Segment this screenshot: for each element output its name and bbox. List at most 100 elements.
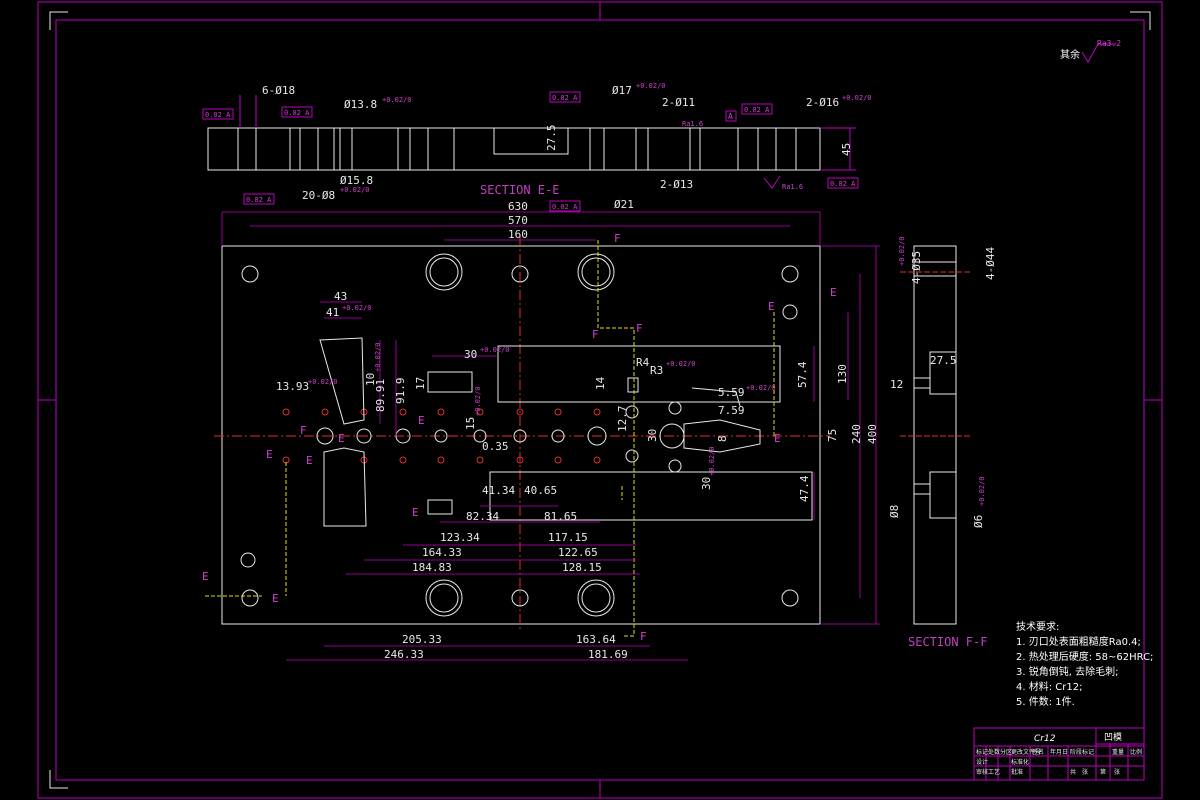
dim-240: 240 [850,424,863,444]
tech-notes-title: 技术要求: [1016,620,1059,633]
cut-label-f5: F [640,630,647,643]
dim-630: 630 [508,200,528,213]
side-dim-6-tol: +0.02/0 [978,476,986,506]
section-f-f-title: SECTION F-F [908,635,987,649]
dim-164-33: 164.33 [422,546,462,559]
tb-cell: 年月日 [1050,748,1068,756]
dim-122-65: 122.65 [558,546,598,559]
dim-2-holes-16: 2-Ø16 [806,96,839,109]
title-block: Cr12 凹模 标记 处数 分区 更改文件号 签名 年月日 设计 标准化 阶段标… [973,727,1145,781]
dim-12-7: 12.7 [616,406,629,433]
dim-0-35: 0.35 [482,440,509,453]
side-dim-4-44: 4-Ø44 [984,247,997,280]
dim-41-34: 41.34 [482,484,515,497]
tb-cell: 设计 [976,758,988,766]
dim-81-65: 81.65 [544,510,577,523]
cut-label-f2: F [636,322,643,335]
dim-30c: 30 [700,477,713,490]
tb-cell: 标准化 [1011,758,1029,766]
dim-160: 160 [508,228,528,241]
technical-requirements: 技术要求: 1. 刃口处表面粗糙度Ra0.4; 2. 热处理后硬度: 58~62… [1016,620,1153,708]
cut-label-e9: E [830,286,837,299]
dim-41-tol: +0.02/0 [342,304,372,312]
dim-30-tol: +0.02/0 [480,346,510,354]
dim-2-holes-11: 2-Ø11 [662,96,695,109]
ra-mark-2: Ra1.6 [782,183,803,191]
dim-hole-17-tol: +0.02/0 [636,82,666,90]
datum-a: A [728,112,733,121]
dim-57-4: 57.4 [796,361,809,388]
dim-10: 10 [364,373,377,386]
side-dim-6: Ø6 [972,515,985,528]
dim-30: 30 [464,348,477,361]
cut-label-e6: E [202,570,209,583]
cut-label-e5: E [412,506,419,519]
dim-15: 15 [464,417,477,430]
title-part-name: 凹模 [1104,732,1122,743]
dim-30c-tol: +0.02/0 [708,446,716,476]
dim-r3: R3 [650,364,663,377]
dim-r4: R4 [636,356,650,369]
side-dim-4-35: 4-Ø35 [910,251,923,284]
section-f-f-view: SECTION F-F 4-Ø35 +0.02/0 4-Ø44 27.5 12 … [888,236,997,649]
roughness-symbol: 其余 Ra3.2 [1060,39,1121,63]
dim-123-34: 123.34 [440,531,480,544]
tech-note-3: 3. 锐角倒钝, 去除毛刺; [1016,665,1118,678]
cut-label-e2: E [338,432,345,445]
section-e-e-title: SECTION E-E [480,183,559,197]
dim-181-69: 181.69 [588,648,628,661]
dim-47-4: 47.4 [798,475,811,502]
tb-cell: 处数 [988,748,1000,756]
cut-label-e3: E [306,454,313,467]
dim-hole-17: Ø17 [612,84,632,97]
dim-246-33: 246.33 [384,648,424,661]
side-dim-27-5: 27.5 [930,354,957,367]
title-material: Cr12 [1034,734,1056,744]
dim-2-holes-16-tol: +0.02/0 [842,94,872,102]
dim-hole-13: Ø13.8 [344,98,377,111]
dim-15-tol: +0.02/0 [474,386,482,416]
tech-note-2: 2. 热处理后硬度: 58~62HRC; [1016,650,1153,663]
dim-130: 130 [836,364,849,384]
dim-40-65: 40.65 [524,484,557,497]
dim-117-15: 117.15 [548,531,588,544]
side-dim-12: 12 [890,378,903,391]
tol-box-2: 0.02 A [284,109,310,117]
tol-box-3: 0.02 A [552,94,578,102]
dim-89-91: 89.91 [374,379,387,412]
tech-note-5: 5. 件数: 1件. [1016,695,1075,708]
dim-17: 17 [414,377,427,390]
dim-depth-27: 27.5 [545,125,558,152]
dim-41: 41 [326,306,339,319]
dim-82-34: 82.34 [466,510,499,523]
tol-box-1: 0.02 A [205,111,231,119]
ra-mark-1: Ra1.6 [682,120,703,128]
dim-hole-13-tol: +0.02/0 [382,96,412,104]
tb-cell: 分区 [1000,748,1012,756]
dim-400: 400 [866,424,879,444]
dim-13-93: 13.93 [276,380,309,393]
tb-cell: 重量 [1112,748,1124,756]
cut-label-e10: E [774,432,781,445]
dim-10-tol: +0.02/0 [374,342,382,372]
dim-r3-tol: +0.02/0 [666,360,696,368]
tech-note-4: 4. 材料: Cr12; [1016,680,1082,693]
tol-box-5: 0.02 A [246,196,272,204]
dim-30b: 30 [646,429,659,442]
dim-184-83: 184.83 [412,561,452,574]
tb-cell: 比例 [1130,748,1142,756]
dim-163-64: 163.64 [576,633,616,646]
tech-note-1: 1. 刃口处表面粗糙度Ra0.4; [1016,635,1141,648]
side-dim-4-35-tol: +0.02/0 [898,236,906,266]
tb-cell: 张 [1082,768,1088,776]
cut-label-f4: F [300,424,307,437]
tb-cell: 标记 [976,748,988,756]
tb-cell: 审核 [976,768,988,776]
dim-20-holes-8-tol: +0.02/0 [340,186,370,194]
dim-hole-21: Ø21 [614,198,634,211]
dim-5-59-tol: +0.02/0 [746,384,776,392]
dim-2-holes-13: 2-Ø13 [660,178,693,191]
dim-91-9: 91.9 [394,378,407,405]
dim-8: 8 [716,435,729,442]
